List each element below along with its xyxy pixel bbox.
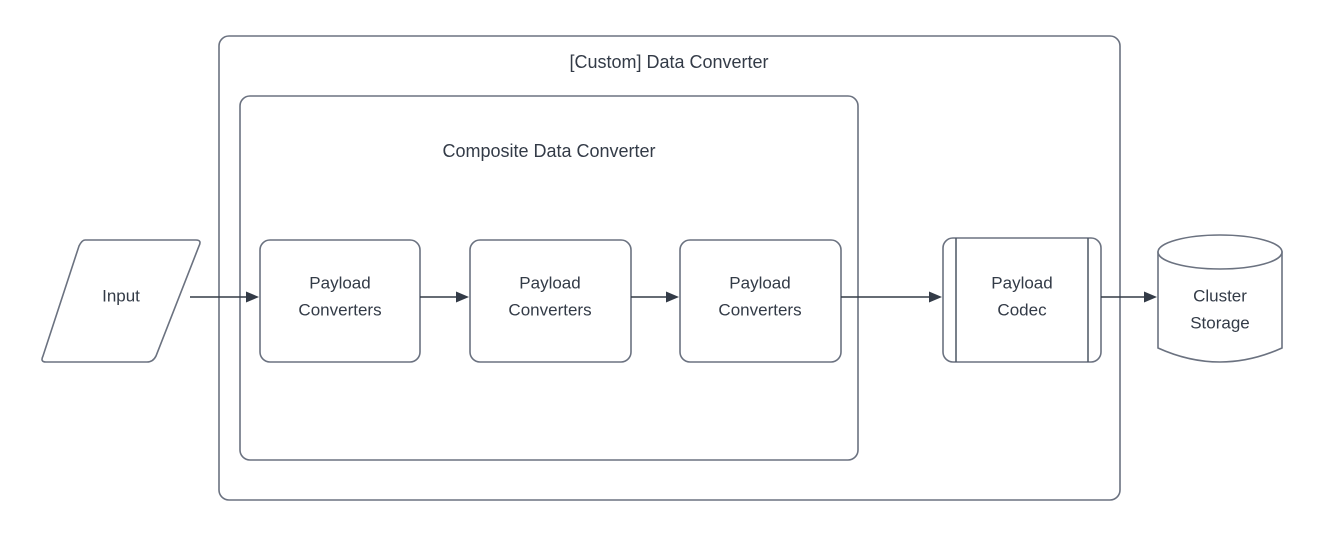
payload-converters-3-label-line2: Converters — [718, 300, 801, 319]
payload-converters-1-label-line2: Converters — [298, 300, 381, 319]
node-cluster-storage[interactable]: Cluster Storage — [1157, 234, 1283, 363]
node-payload-converters-2[interactable]: Payload Converters — [469, 239, 632, 363]
payload-converters-1-shape — [259, 239, 421, 363]
node-payload-converters-1[interactable]: Payload Converters — [259, 239, 421, 363]
payload-converters-1-label-line1: Payload — [309, 273, 370, 292]
edge-pc3-codec-arrowhead — [929, 291, 942, 303]
node-payload-codec[interactable]: Payload Codec — [942, 237, 1102, 363]
inner-group-title: Composite Data Converter — [442, 141, 655, 161]
input-label: Input — [102, 286, 140, 305]
edge-input-arrowhead — [246, 291, 259, 303]
cluster-storage-body — [1157, 251, 1283, 363]
edge-pc1-pc2-arrowhead — [456, 291, 469, 303]
edge-pc3-to-payload-codec — [841, 291, 942, 303]
payload-codec-label-line2: Codec — [997, 300, 1047, 319]
payload-converters-2-shape — [469, 239, 632, 363]
payload-converters-3-shape — [679, 239, 842, 363]
payload-converters-2-label-line1: Payload — [519, 273, 580, 292]
edge-pc2-to-pc3 — [631, 291, 679, 303]
edge-input-to-payload-converters-1 — [190, 291, 259, 303]
edge-pc2-pc3-arrowhead — [666, 291, 679, 303]
payload-converters-3-label-line1: Payload — [729, 273, 790, 292]
node-payload-converters-3[interactable]: Payload Converters — [679, 239, 842, 363]
edge-codec-storage-arrowhead — [1144, 291, 1157, 303]
payload-converters-2-label-line2: Converters — [508, 300, 591, 319]
cluster-storage-top-ellipse — [1157, 234, 1283, 270]
cluster-storage-label-line2: Storage — [1190, 313, 1250, 332]
input-shape — [41, 239, 201, 363]
payload-codec-shape — [942, 237, 1102, 363]
cluster-storage-label-line1: Cluster — [1193, 286, 1247, 305]
node-input[interactable]: Input — [41, 239, 201, 363]
payload-codec-label-line1: Payload — [991, 273, 1052, 292]
edge-payload-codec-to-cluster-storage — [1101, 291, 1157, 303]
outer-group-title: [Custom] Data Converter — [569, 52, 768, 72]
edge-pc1-to-pc2 — [420, 291, 469, 303]
